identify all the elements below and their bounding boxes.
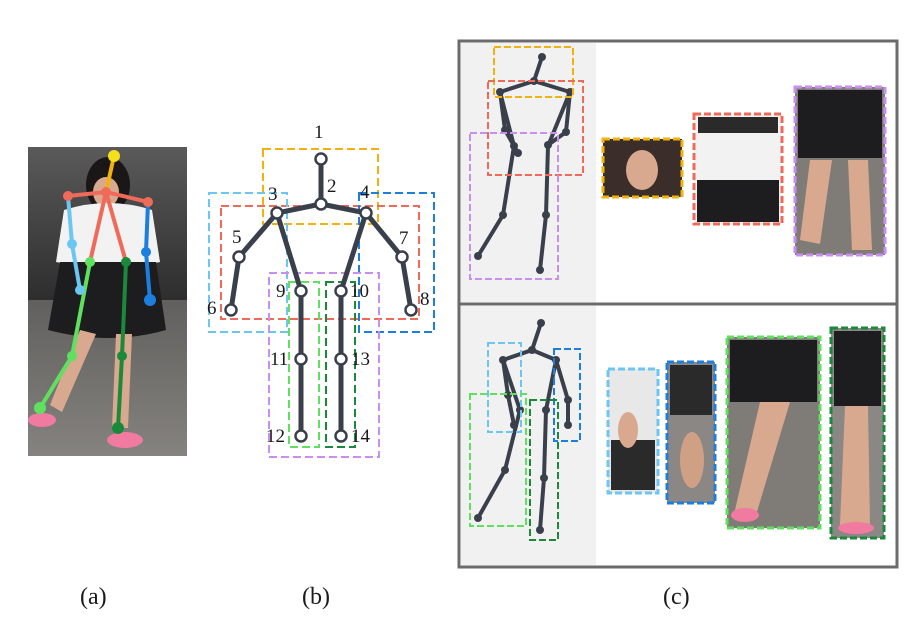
keypoint-label-5: 5: [232, 227, 242, 248]
keypoint-10: [334, 284, 348, 298]
keypoint-11: [294, 352, 308, 366]
keypoint-label-14: 14: [351, 426, 371, 447]
left-leg-part-box: [325, 281, 356, 448]
keypoint-6: [224, 303, 238, 317]
keypoint-label-1: 1: [314, 122, 324, 143]
head-part-box: [262, 148, 379, 225]
keypoint-label-6: 6: [207, 298, 217, 319]
right-arm-part-box: [208, 192, 288, 333]
keypoint-label-9: 9: [276, 281, 286, 302]
caption-a: (a): [80, 584, 107, 610]
keypoint-label-10: 10: [350, 281, 369, 302]
caption-c: (c): [663, 584, 690, 610]
keypoint-13: [334, 352, 348, 366]
keypoint-12: [294, 429, 308, 443]
keypoint-label-8: 8: [420, 289, 430, 310]
keypoint-2: [314, 197, 328, 211]
keypoint-4: [359, 206, 373, 220]
panel-b-joints: [224, 152, 418, 443]
panel-b-part-boxes: [208, 148, 435, 458]
keypoint-label-2: 2: [327, 176, 337, 197]
panel-b-keypoint-labels: 1 2 3 4 5 6 7 8 9 10 11 12 13 14: [207, 122, 430, 447]
keypoint-5: [232, 250, 246, 264]
keypoint-label-7: 7: [399, 228, 409, 249]
keypoint-label-4: 4: [360, 182, 370, 203]
keypoint-7: [395, 250, 409, 264]
keypoint-3: [270, 206, 284, 220]
caption-b: (b): [302, 584, 330, 610]
head-limb: [104, 154, 116, 194]
left-arm-part-box: [358, 192, 435, 333]
keypoint-label-11: 11: [270, 349, 288, 370]
keypoint-9: [294, 284, 308, 298]
lower-body-part-box: [268, 272, 380, 458]
panel-c: [457, 39, 899, 569]
keypoint-label-12: 12: [266, 426, 285, 447]
keypoint-label-3: 3: [268, 184, 278, 205]
panel-a-joints: [34, 150, 156, 434]
right-leg-part-box: [288, 281, 320, 448]
keypoint-8: [404, 303, 418, 317]
keypoint-label-13: 13: [351, 349, 370, 370]
keypoint-1: [314, 152, 328, 166]
keypoint-14: [334, 429, 348, 443]
